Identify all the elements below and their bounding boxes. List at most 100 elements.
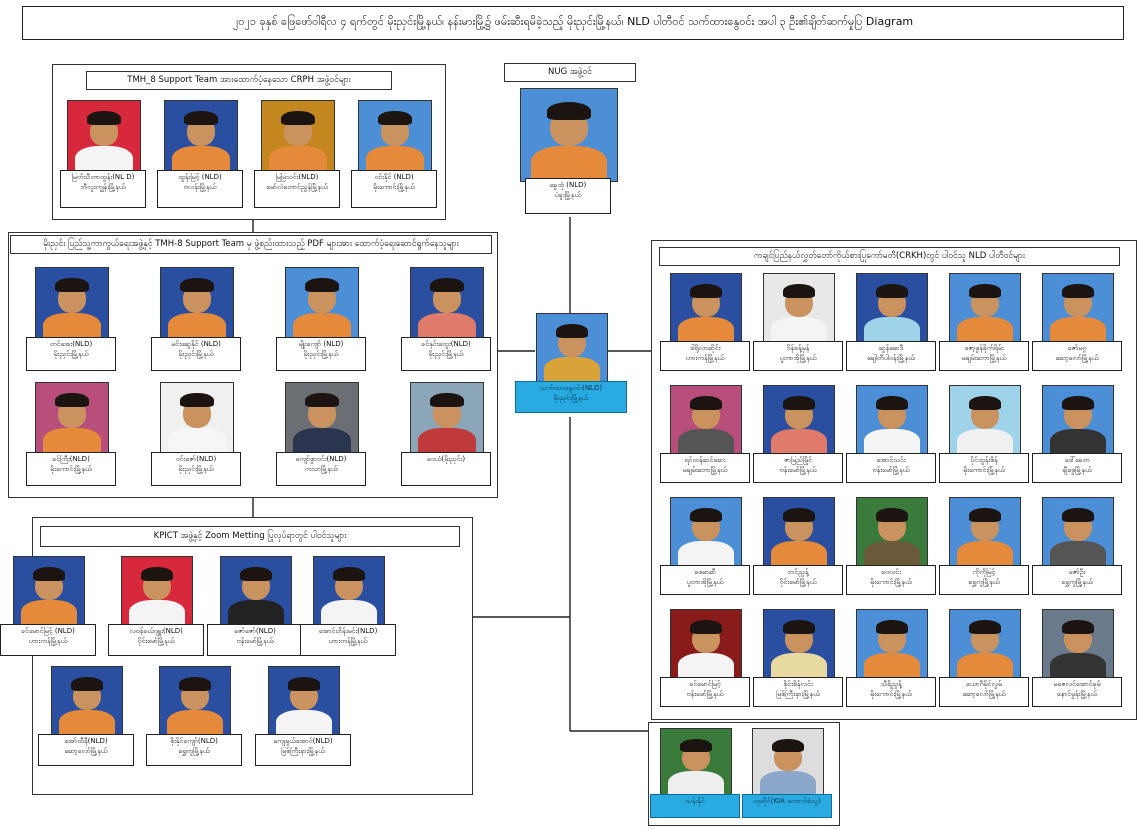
person-card: ပိုင်ထွန်းစိန်မိုးကောင်းမြို့နယ် <box>939 385 1029 485</box>
person-card: သန်းနိုင် <box>650 728 740 820</box>
person-card: မဇေလင်အောင်ခုမ်နောင်မွန်းမြို့နယ် <box>1032 609 1122 709</box>
person-township: နောင်မွန်းမြို့နယ် <box>1056 689 1098 698</box>
person-card: သက်ထားနွေဝင်း(NLD)မိုးညှင်းမြို့နယ် <box>515 313 627 415</box>
person-caption: ခွေထုံ (NLD)ပဲခူးမြို့နယ် <box>525 178 611 214</box>
person-photo <box>313 556 385 628</box>
person-name: ဇာမြည်မြိုင် <box>783 456 813 464</box>
person-township: မြစ်ကြီးနားမြို့နယ် <box>776 689 820 698</box>
person-caption: မြတ်သီတာထွန်း(NL D)ဘီလူးကျွန်းမြို့နယ် <box>60 170 146 208</box>
person-township: ပူတာအိုမြို့နယ် <box>779 353 817 362</box>
person-card: စိုးနိုင်ကျော်(NLD)ရွှေကူမြို့နယ် <box>146 666 242 768</box>
person-township: ဗန်းမော်မြို့နယ် <box>779 465 817 474</box>
person-name: ခင်နှင်းထွေး(NLD) <box>421 340 471 348</box>
person-card: ဟုဆိုင်(KIA ထောက်ခံသူ) <box>742 728 832 820</box>
person-card: မြတ်သီတာထွန်း(NL D)ဘီလူးကျွန်းမြို့နယ် <box>60 100 146 210</box>
person-caption: ကျေရှယ်အောင်(NLD)မြစ်ကြီးနားမြို့နယ် <box>255 734 351 766</box>
group-tmh-support-header: TMH_8 Support Team အားထောက်ပံ့နေသော CRPH… <box>86 71 392 90</box>
person-card: ကျော်စွာဝင်း(NLD)ကသာမြို့နယ် <box>276 382 366 488</box>
person-name: အောင်သင်း <box>876 456 906 464</box>
person-township: ဟားကန်မြို့နယ် <box>685 353 725 362</box>
person-name: မြမြသင်း(NLD) <box>275 173 319 181</box>
person-caption: ပိုင်ထွန်းစိန်မိုးကောင်းမြို့နယ် <box>939 453 1029 483</box>
person-name: လဗန်ခယ်ဂျူး(NLD) <box>129 627 183 635</box>
person-name: ဟုဆိုင်(KIA ထောက်ခံသူ) <box>753 797 821 805</box>
person-name: အော်ထီနီ(NLD) <box>64 737 108 745</box>
person-township: ဗန်းမော်မြို့နယ် <box>686 689 724 698</box>
person-caption: အောင်သင်းဗန်းမော်မြို့နယ် <box>846 453 936 483</box>
person-name: ခွေထုံ (NLD) <box>549 181 587 189</box>
person-photo <box>949 385 1021 457</box>
person-card: ဇော့ဖွန်ခိုက်ရိမ်းမချမ်းဘောမြို့နယ် <box>939 273 1029 373</box>
person-township: မိုးညှင်းမြို့နယ် <box>428 349 464 358</box>
person-photo <box>67 100 141 174</box>
person-photo <box>949 273 1021 345</box>
person-photo <box>285 382 359 456</box>
person-card: ဝေယံ(မိုးညှင်း) <box>401 382 491 488</box>
person-photo <box>1042 609 1114 681</box>
person-township: ဆော့လော်မြို့နယ် <box>962 689 1006 698</box>
person-photo <box>763 497 835 569</box>
person-photo <box>660 728 732 798</box>
person-name: ရင်ထန်ဆင်ဆေး <box>684 456 726 464</box>
person-caption: ကိုကိုမြင့်ရွှေကူမြို့နယ် <box>939 565 1029 595</box>
person-card: ထွန်းမြင့် (NLD)ဗလန်းမြို့နယ် <box>157 100 243 210</box>
person-photo <box>763 273 835 345</box>
person-name: ဆွန်ဆေဒီ <box>878 344 904 352</box>
person-photo <box>670 497 742 569</box>
person-name: ခင်မောင်မြင့် <box>689 680 721 688</box>
person-card: မင်းဆွေနိုင် (NLD)မိုးညှင်းမြို့နယ် <box>151 267 241 373</box>
person-caption: တင်အေး(NLD)မိုးညှင်းမြို့နယ် <box>26 337 116 371</box>
person-card: ကိုကိုမြင့်ရွှေကူမြို့နယ် <box>939 497 1029 597</box>
person-township: ဆော့လော်မြို့နယ် <box>1055 353 1099 362</box>
person-name: ဒေါ်ခေတ <box>1064 456 1090 464</box>
person-township: ကသာမြို့နယ် <box>304 464 338 473</box>
person-caption: ခင်မောင်မြင့် (NLD)ဟားကန်မြို့နယ် <box>0 624 96 656</box>
person-name: မင်းဆွေနိုင် (NLD) <box>171 340 221 348</box>
person-card: ဇော်ဇော်(NLD)ဗန်းမော်မြို့နယ် <box>207 556 303 658</box>
person-name: တင်အေး(NLD) <box>49 340 93 348</box>
group-nug-header: NUG အဖွဲ့ဝင် <box>504 63 636 82</box>
person-name: မြတ်သီတာထွန်း(NL D) <box>71 173 135 181</box>
person-caption: ထွန်းမြင့် (NLD)ဗလန်းမြို့နယ် <box>157 170 243 208</box>
person-caption: သက်ထားနွေဝင်း(NLD)မိုးညှင်းမြို့နယ် <box>515 381 627 413</box>
person-photo <box>51 666 123 738</box>
person-card: ဆွန်ဆေဒီချေါတီပါဝန်းမြို့နယ် <box>846 273 936 373</box>
person-caption: ဝေလင်းမိုးကောင်းမြို့နယ် <box>846 565 936 595</box>
person-township: ဝိုင်းမော်မြို့နယ် <box>137 636 175 645</box>
person-caption: ဇာမြည်မြိုင်ဗန်းမော်မြို့နယ် <box>753 453 843 483</box>
person-photo <box>358 100 432 174</box>
person-name: သန်းနိုင် <box>685 797 705 805</box>
person-caption: အော်ထီနီ(NLD)ဆော့လော်မြို့နယ် <box>38 734 134 766</box>
person-township: ရွှေကူမြို့နယ် <box>1061 577 1093 586</box>
person-name: ဒါရိုလာဆိုင်း <box>689 344 721 352</box>
person-township: မချမ်းဘောမြို့နယ် <box>682 465 728 474</box>
person-photo <box>159 666 231 738</box>
person-photo <box>410 267 484 341</box>
person-caption: ဇော့ဖွန်ခိုက်ရိမ်းမချမ်းဘောမြို့နယ် <box>939 341 1029 371</box>
person-township: မိုးကောင်းမြို့နယ် <box>373 182 415 191</box>
person-caption: မျိုးကျော် (NLD)မိုးညှင်းမြို့နယ် <box>276 337 366 371</box>
person-photo <box>856 497 928 569</box>
person-card: ခင်မောင်မြင့်ဗန်းမော်မြို့နယ် <box>660 609 750 709</box>
person-name: ဖေမာဆီ <box>694 568 716 576</box>
person-name: ဝင်းနိုင် (NLD) <box>374 173 414 181</box>
person-caption: ဇော်မဂ္ဂဆော့လော်မြို့နယ် <box>1032 341 1122 371</box>
person-township: ရွှေကူမြို့နယ် <box>968 577 1000 586</box>
person-card: ဇာမြည်မြိုင်ဗန်းမော်မြို့နယ် <box>753 385 843 485</box>
person-name: ဝေယံ(မိုးညှင်း) <box>426 455 466 463</box>
person-caption: ခင်မောင်မြင့်ဗန်းမော်မြို့နယ် <box>660 677 750 707</box>
person-photo <box>268 666 340 738</box>
person-photo <box>160 382 234 456</box>
person-name: ကိုကိုမြင့် <box>972 568 996 576</box>
person-township: ပူတာအိုမြို့နယ် <box>686 577 724 586</box>
person-township: မိုးကောင်းမြို့နယ် <box>870 689 912 698</box>
group-crkh-header: ကချင်ပြည်နယ်လွှတ်တော်ကိုယ်စားပြုကော်မတီ(… <box>659 247 1120 266</box>
person-caption: ဝေယံ(မိုးညှင်း) <box>401 452 491 486</box>
person-card: အောင်ဟိန်းမင်း(NLD)ဟားကန်မြို့နယ် <box>300 556 396 658</box>
person-card: ဇော်ဦးရွှေကူမြို့နယ် <box>1032 497 1122 597</box>
person-name: ထွန်းမြင့် (NLD) <box>178 173 222 181</box>
person-name: ဇော်ဦး <box>1068 568 1086 576</box>
person-township: ရွှေကူမြို့နယ် <box>178 746 210 755</box>
person-township: ဗလန်းမြို့နယ် <box>183 182 217 191</box>
